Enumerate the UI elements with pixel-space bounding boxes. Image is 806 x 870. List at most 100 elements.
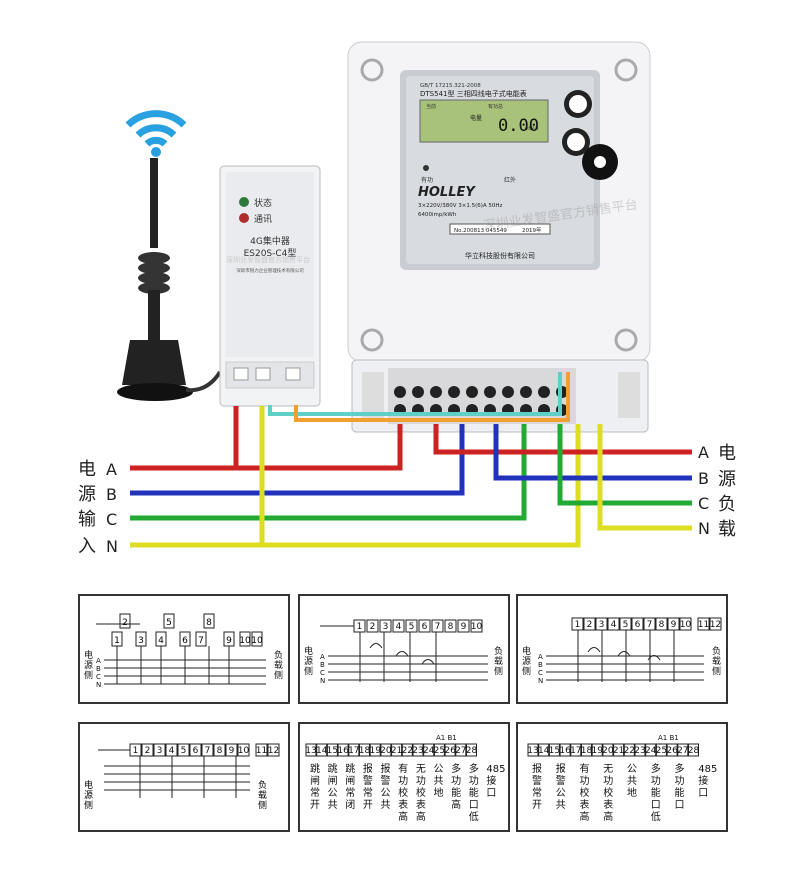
terminal-box [581, 743, 592, 757]
phase-label: N [320, 677, 325, 685]
load-label-cn: 负 [718, 494, 736, 515]
terminal-function-label: 表 [416, 798, 426, 811]
terminal-number: 21 [391, 746, 402, 756]
terminal-function-label: 闭 [345, 798, 355, 811]
terminal-box [634, 743, 646, 757]
terminal-function-label: 报 [532, 762, 542, 775]
terminal-number: 22 [402, 746, 413, 756]
terminal-number: 3 [138, 636, 144, 646]
terminal-number: 18 [359, 746, 371, 756]
terminal-box [267, 743, 280, 757]
terminal-function-label: 开 [532, 800, 542, 811]
terminal-function-label: 警 [381, 774, 391, 787]
load-label-cn: 源 [718, 469, 736, 490]
terminal-function-label: 功 [651, 775, 661, 787]
terminal-function-label: 有 [398, 762, 408, 775]
terminal-number: 6 [422, 622, 428, 632]
terminal-number: 14 [316, 746, 328, 756]
source-side-label: 电 [304, 645, 313, 657]
terminal-function-label: 地 [627, 786, 637, 799]
terminal-function-label: 共 [433, 775, 443, 787]
terminal-number: 13 [527, 746, 538, 756]
terminal-box [679, 617, 692, 631]
terminal-function-label: 高 [416, 810, 426, 823]
terminal-number: 11 [698, 620, 709, 630]
terminal-number: 1 [133, 746, 139, 756]
load-side-label: 载 [258, 789, 267, 801]
load-label-phase: B [698, 469, 709, 488]
terminal-number: 2 [587, 620, 593, 630]
terminal-number: 9 [461, 622, 467, 632]
terminal-number: 7 [198, 636, 204, 646]
terminal-box [470, 619, 483, 633]
meter-brand: HOLLEY [418, 185, 476, 200]
terminal-function-label: 共 [381, 799, 391, 811]
concentrator-title: 4G集中器 [250, 235, 290, 247]
signal-wire-a [268, 372, 562, 416]
terminal-number: 14 [538, 746, 550, 756]
terminal-number: 10 [251, 636, 263, 646]
source-label-cn: 源 [78, 484, 96, 505]
meter-reading: 0.00 [498, 116, 539, 136]
terminal-box [602, 743, 614, 757]
wire-load-b [493, 424, 692, 481]
wire-load-c [557, 424, 692, 506]
terminal-function-label: 功 [580, 775, 590, 787]
terminal-function-label: 闸 [310, 774, 320, 787]
terminal-box [203, 613, 215, 629]
meter-active-label: 有功 [421, 176, 433, 184]
terminal-box [201, 743, 214, 757]
source-side-label: 源 [522, 656, 531, 667]
source-side-label: 侧 [84, 799, 93, 811]
signal-wire-b [294, 372, 570, 422]
terminal-number: 7 [435, 622, 441, 632]
terminal-function-label: 开 [310, 800, 320, 811]
terminal-screw-icon [412, 386, 424, 398]
terminal-function-label: 闸 [345, 774, 355, 787]
terminal-function-label: 低 [469, 810, 479, 823]
terminal-box [623, 743, 635, 757]
terminal-number: 5 [623, 620, 629, 630]
phase-label: A [96, 657, 101, 665]
terminal-number: 4 [396, 622, 402, 632]
load-label-phase: C [698, 494, 709, 513]
meter-unit: kW·h [526, 126, 539, 132]
terminal-screw-icon [394, 386, 406, 398]
terminal-screw-icon [538, 386, 550, 398]
terminal-box [119, 613, 131, 629]
terminal-function-label: 跳 [310, 762, 320, 775]
phase-label: N [96, 681, 101, 689]
terminal-number: 7 [647, 620, 653, 630]
meter-rating: 3×220V/380V 3×1.5(6)A 50Hz [418, 203, 503, 209]
source-label-phase: N [106, 537, 118, 556]
terminal-box [455, 743, 467, 757]
concentrator-model: ES20S-C4型 [244, 248, 297, 259]
terminal-box [213, 743, 226, 757]
terminal-number: 10 [680, 620, 692, 630]
terminal-number: 1 [357, 622, 363, 632]
wire-input-a [130, 406, 239, 471]
terminal-screw-icon [520, 386, 532, 398]
terminal-box [655, 743, 667, 757]
meter-energy-label: 电量 [470, 114, 482, 122]
source-label-phase: B [106, 485, 117, 504]
terminal-box [359, 743, 370, 757]
terminal-number: 1 [114, 636, 120, 646]
load-side-label: 负 [712, 645, 721, 657]
terminal-function-label: 报 [363, 762, 373, 775]
terminal-number: 6 [193, 746, 199, 756]
terminal-function-label: 口 [651, 800, 661, 811]
terminal-function-label: 公 [627, 764, 637, 775]
terminal-number: 2 [370, 622, 376, 632]
meter-model: DTS541型 三相四线电子式电能表 [420, 89, 527, 98]
terminal-function-label: 无 [416, 764, 426, 775]
terminal-function-label: 功 [451, 775, 461, 787]
terminal-box [163, 613, 175, 629]
meter-maker: 华立科技股份有限公司 [465, 251, 535, 260]
terminal-number: 28 [688, 746, 700, 756]
terminal-number: 18 [581, 746, 593, 756]
concentrator-maker: 深圳市锐力企业管理技术有限公司 [236, 267, 304, 274]
terminal-function-label: 开 [363, 800, 373, 811]
